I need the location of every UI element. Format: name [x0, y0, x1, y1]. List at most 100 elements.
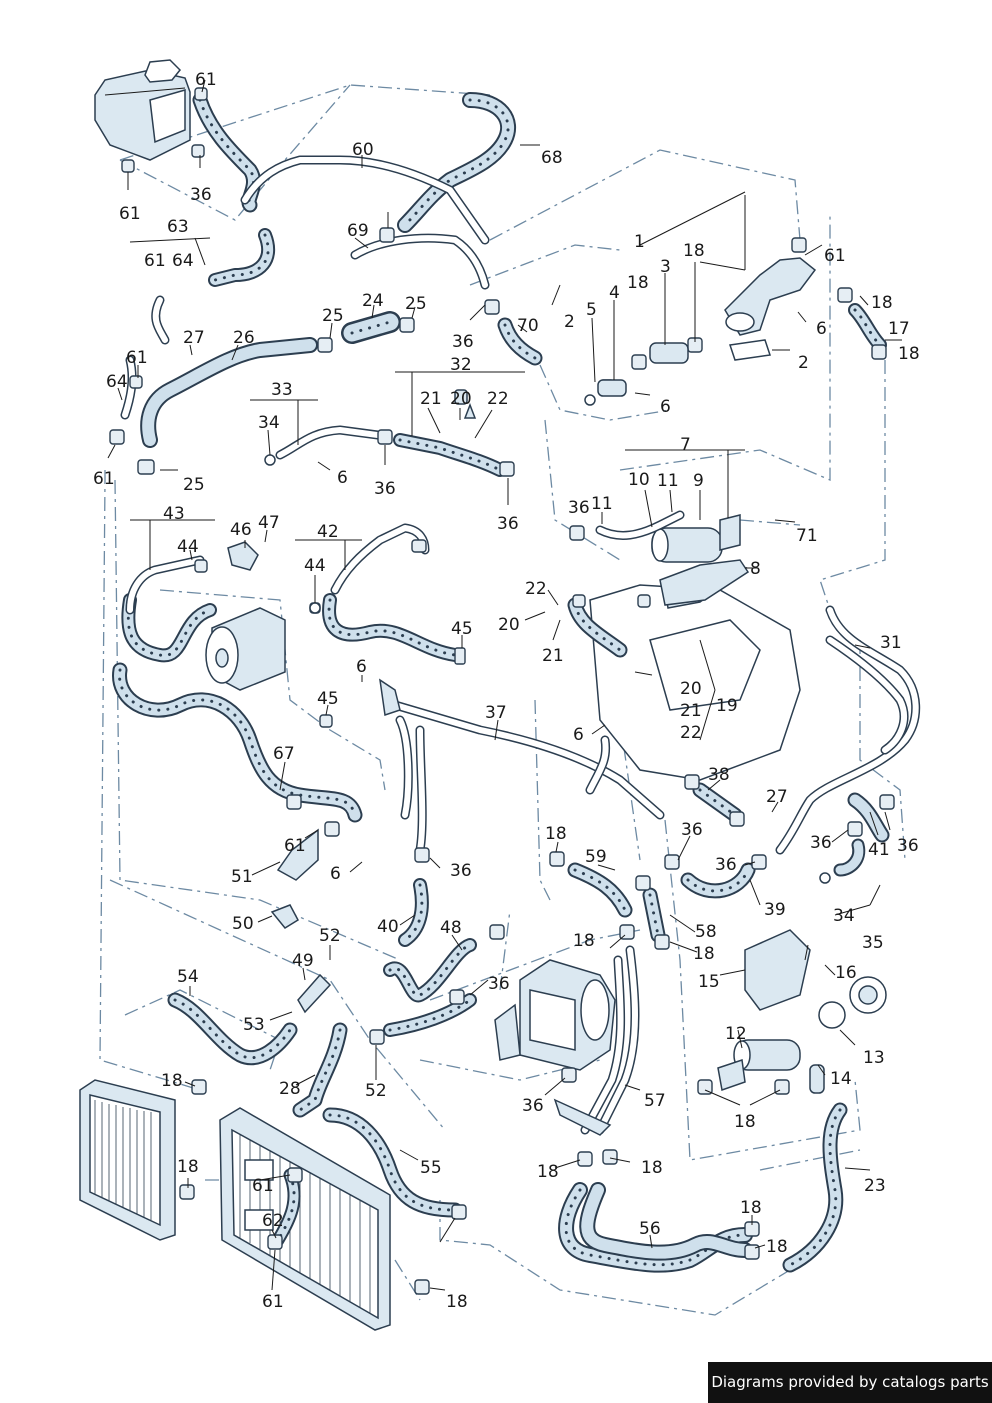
callout-52-a: 52	[319, 926, 341, 946]
callout-16: 16	[835, 963, 857, 983]
callout-28: 28	[279, 1079, 301, 1099]
callout-11-b: 11	[591, 494, 613, 514]
callout-48: 48	[440, 918, 462, 938]
callout-25-b: 25	[405, 294, 427, 314]
callout-56: 56	[639, 1219, 661, 1239]
callout-11-a: 11	[657, 471, 679, 491]
callout-42: 42	[317, 522, 339, 542]
callout-22-b: 22	[525, 579, 547, 599]
callout-46: 46	[230, 520, 252, 540]
pump-bracket	[744, 929, 887, 1094]
callout-68: 68	[541, 148, 563, 168]
oil-cooler	[205, 607, 286, 691]
callout-5: 5	[586, 300, 597, 320]
callout-34-a: 34	[258, 413, 280, 433]
callout-61-a: 61	[195, 70, 217, 90]
callout-63: 63	[167, 217, 189, 237]
callout-18-a: 18	[627, 273, 649, 293]
callout-6-d: 6	[356, 657, 367, 677]
callout-53: 53	[243, 1015, 265, 1035]
hoses	[112, 92, 890, 1273]
callout-36-f: 36	[681, 820, 703, 840]
callout-61-h: 61	[252, 1176, 274, 1196]
callout-36-l: 36	[522, 1096, 544, 1116]
leader-lines	[107, 79, 902, 1291]
callout-43: 43	[163, 504, 185, 524]
callout-10: 10	[628, 470, 650, 490]
callout-18-o: 18	[446, 1292, 468, 1312]
radiator	[219, 1107, 391, 1331]
small-parts	[227, 342, 831, 1136]
callout-64-b: 64	[106, 372, 128, 392]
callout-70: 70	[517, 316, 539, 336]
callout-18-g: 18	[693, 944, 715, 964]
callout-18-f: 18	[573, 931, 595, 951]
callout-18-n: 18	[766, 1237, 788, 1257]
callout-52-b: 52	[365, 1081, 387, 1101]
coolant-pump	[717, 1039, 801, 1091]
callout-62: 62	[262, 1211, 284, 1231]
callout-21-c: 21	[680, 701, 702, 721]
callout-12: 12	[725, 1024, 747, 1044]
callout-27-a: 27	[183, 328, 205, 348]
callout-54: 54	[177, 967, 199, 987]
callout-6-e: 6	[573, 725, 584, 745]
callout-22-a: 22	[487, 389, 509, 409]
callout-40: 40	[377, 917, 399, 937]
callout-1: 1	[634, 232, 645, 252]
thermostat-housing	[724, 257, 817, 361]
callout-57: 57	[644, 1091, 666, 1111]
callout-23: 23	[864, 1176, 886, 1196]
callout-45-b: 45	[317, 689, 339, 709]
callout-58: 58	[695, 922, 717, 942]
callout-2-a: 2	[564, 312, 575, 332]
callout-25-c: 25	[183, 475, 205, 495]
heater-core	[79, 1079, 176, 1241]
callout-61-e: 61	[126, 348, 148, 368]
callout-18-m: 18	[740, 1198, 762, 1218]
callout-15: 15	[698, 972, 720, 992]
pipes	[120, 155, 921, 1135]
callout-37: 37	[485, 703, 507, 723]
callout-59: 59	[585, 847, 607, 867]
callout-14: 14	[830, 1069, 852, 1089]
callout-8: 8	[750, 559, 761, 579]
callout-36-k: 36	[488, 974, 510, 994]
callout-6-f: 6	[330, 864, 341, 884]
callout-32: 32	[450, 355, 472, 375]
callout-39: 39	[764, 900, 786, 920]
callout-36-g: 36	[810, 833, 832, 853]
callout-36-b: 36	[452, 332, 474, 352]
callout-7: 7	[680, 435, 691, 455]
callout-36-i: 36	[897, 836, 919, 856]
attribution-banner: Diagrams provided by catalogs parts	[708, 1362, 992, 1403]
callout-18-k: 18	[537, 1162, 559, 1182]
callout-26: 26	[233, 328, 255, 348]
callout-18-l: 18	[641, 1158, 663, 1178]
callout-61-f: 61	[93, 469, 115, 489]
callout-18-e: 18	[545, 824, 567, 844]
callout-36-a: 36	[190, 185, 212, 205]
callout-55: 55	[420, 1158, 442, 1178]
callout-69: 69	[347, 221, 369, 241]
callout-36-j: 36	[450, 861, 472, 881]
callout-18-i: 18	[734, 1112, 756, 1132]
callout-36-c: 36	[374, 479, 396, 499]
callout-4: 4	[609, 283, 620, 303]
callout-45-a: 45	[451, 619, 473, 639]
callout-2-b: 2	[798, 353, 809, 373]
callout-36-d: 36	[497, 514, 519, 534]
clamps	[109, 87, 895, 1295]
callout-38: 38	[708, 765, 730, 785]
callout-44-b: 44	[304, 556, 326, 576]
callout-31: 31	[880, 633, 902, 653]
callout-64-a: 64	[172, 251, 194, 271]
callout-60: 60	[352, 140, 374, 160]
callout-36-e: 36	[568, 498, 590, 518]
callout-36-h: 36	[715, 855, 737, 875]
callout-18-b: 18	[871, 293, 893, 313]
callout-33: 33	[271, 380, 293, 400]
callout-3: 3	[660, 257, 671, 277]
callout-34-b: 34	[833, 906, 855, 926]
